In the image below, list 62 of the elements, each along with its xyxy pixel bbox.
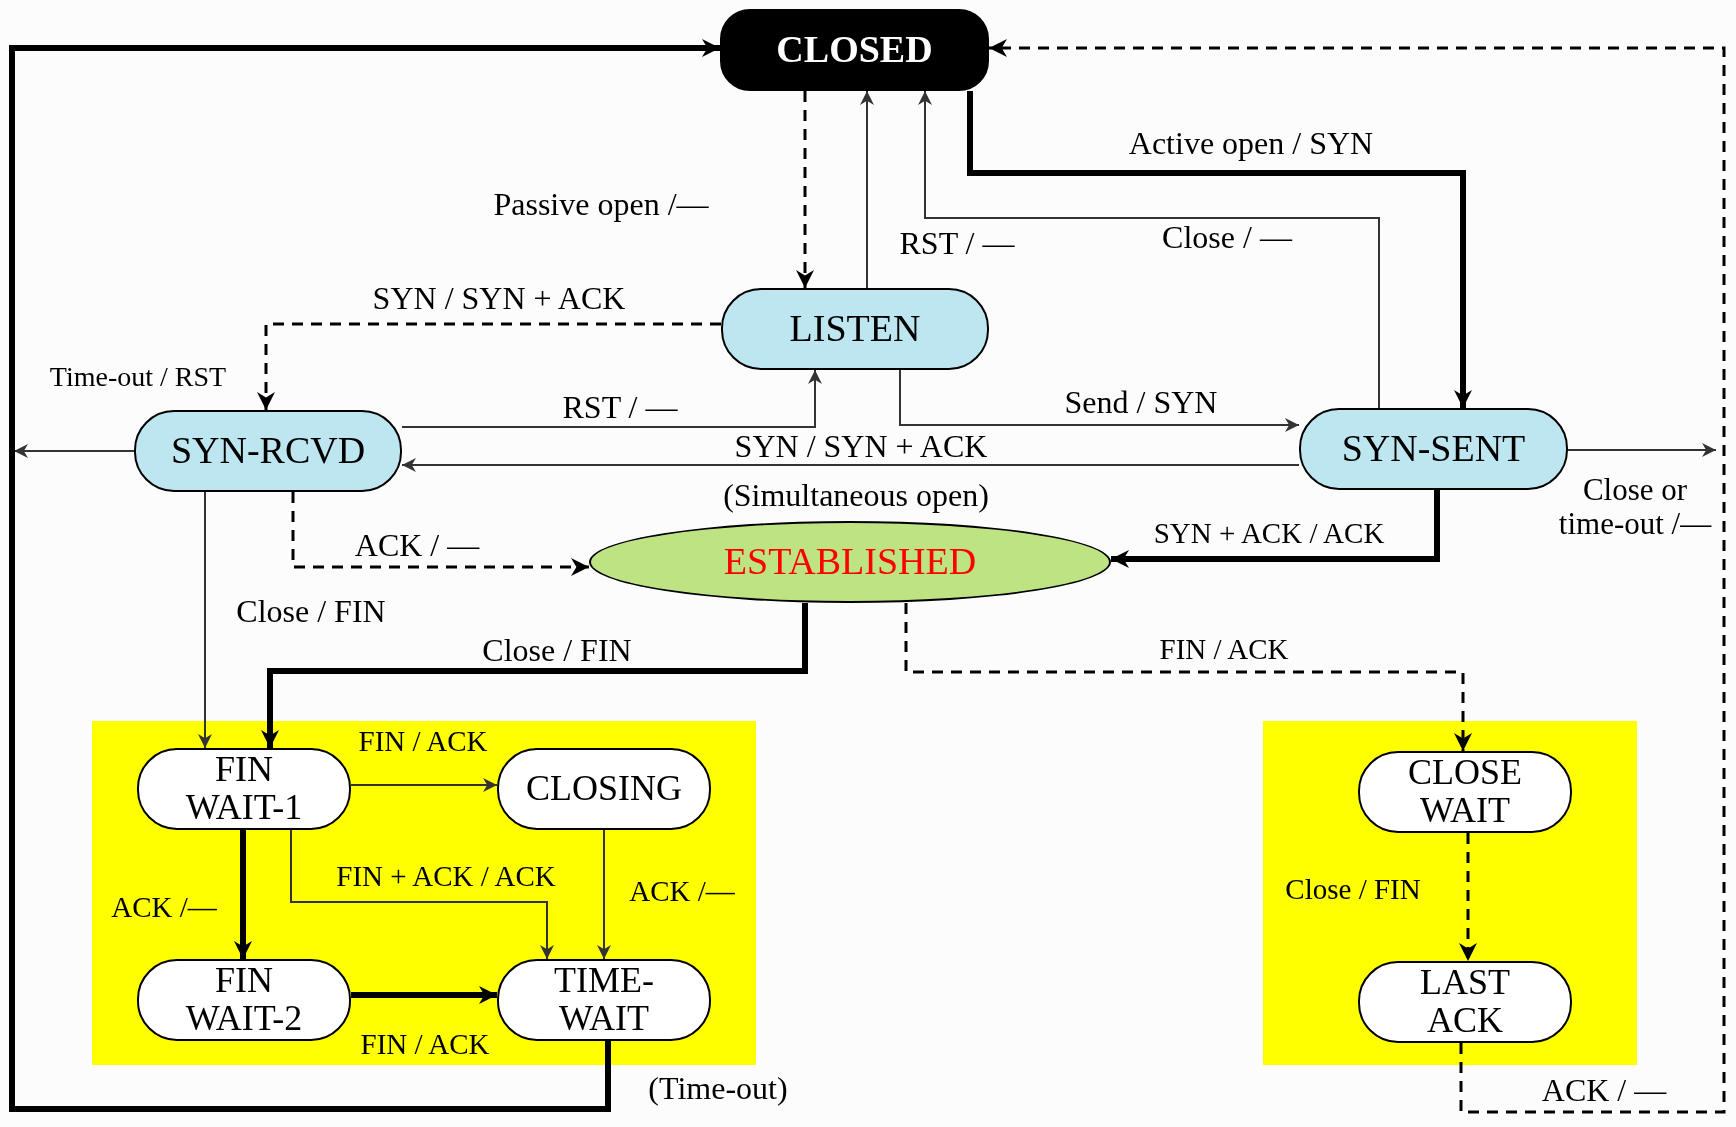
arrow xyxy=(350,778,498,792)
edge-label: SYN / SYN + ACK xyxy=(734,429,988,465)
edge-label: Close / FIN xyxy=(236,594,386,630)
arrow xyxy=(967,91,1472,408)
edge-label: ACK / — xyxy=(1541,1073,1667,1109)
state-label: FIN WAIT-1 xyxy=(184,751,304,827)
arrow xyxy=(597,829,611,960)
edge-label: Passive open /— xyxy=(493,187,709,223)
state-label: LISTEN xyxy=(788,309,922,349)
arrow xyxy=(9,39,720,1112)
edge-label: Close / FIN xyxy=(482,633,632,669)
state-label: FIN WAIT-2 xyxy=(184,962,304,1038)
arrow xyxy=(860,90,874,289)
dashed-arrow xyxy=(796,91,814,288)
edge-label: SYN / SYN + ACK xyxy=(372,281,626,317)
edge-label: FIN / ACK xyxy=(360,1029,490,1061)
arrow xyxy=(198,491,212,749)
dashed-arrow xyxy=(989,39,1726,1114)
highlight-band xyxy=(1263,721,1637,1065)
edge-label: FIN / ACK xyxy=(1159,634,1289,666)
dashed-arrow xyxy=(257,322,721,410)
edge-label: SYN + ACK / ACK xyxy=(1153,518,1385,550)
edge-label: RST / — xyxy=(562,390,678,426)
state-label: CLOSE WAIT xyxy=(1407,754,1523,830)
edge-label: Close / FIN xyxy=(1285,874,1421,906)
edge-label: RST / — xyxy=(899,226,1015,262)
edge-label: ACK / — xyxy=(354,528,480,564)
state-label: ESTABLISHED xyxy=(722,542,978,582)
arrow xyxy=(1567,443,1717,457)
edge-label: Send / SYN xyxy=(1064,385,1218,421)
arrow xyxy=(401,458,1300,472)
edge-label: (Time-out) xyxy=(648,1071,788,1107)
state-label: CLOSING xyxy=(525,770,683,808)
arrow xyxy=(261,603,808,748)
state-box xyxy=(720,9,989,91)
state-label: SYN-SENT xyxy=(1340,429,1527,469)
arrow xyxy=(290,829,554,960)
arrow xyxy=(899,369,1300,432)
state-label: CLOSED xyxy=(775,30,934,70)
state-label: TIME-WAIT xyxy=(553,962,655,1038)
edge-label: ACK /— xyxy=(629,876,735,908)
edge-label: Close / — xyxy=(1162,220,1292,256)
arrow xyxy=(1111,490,1440,568)
note-text: (Simultaneous open) xyxy=(723,478,989,514)
edge-label: Time-out / RST xyxy=(49,361,227,393)
edge-label: FIN / ACK xyxy=(358,726,488,758)
arrow xyxy=(401,369,822,428)
arrow xyxy=(13,444,135,458)
arrow xyxy=(234,830,252,959)
edge-label: ACK /— xyxy=(111,892,217,924)
dashed-arrow xyxy=(904,603,1472,751)
edge-label: FIN + ACK / ACK xyxy=(336,861,556,893)
arrow xyxy=(918,90,1380,409)
edge-label: Active open / SYN xyxy=(1128,126,1374,162)
dashed-arrow xyxy=(291,492,589,576)
state-box xyxy=(1299,408,1568,490)
state-label: LAST ACK xyxy=(1419,964,1511,1040)
dashed-arrow xyxy=(1459,833,1477,961)
state-label: SYN-RCVD xyxy=(169,431,367,471)
edge-label: Close or time-out /— xyxy=(1557,472,1713,542)
arrow xyxy=(351,986,497,1004)
highlight-band xyxy=(92,721,756,1065)
